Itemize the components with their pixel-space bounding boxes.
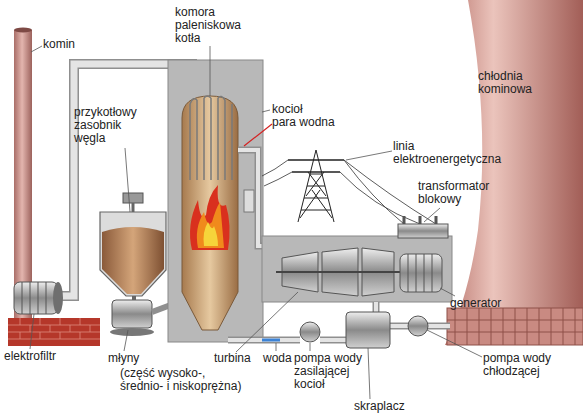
leader-lines (30, 46, 482, 399)
flame-outer (190, 185, 230, 250)
coal-chute (132, 203, 135, 212)
part-label: elektrofiltr (4, 350, 56, 363)
combustion-chamber (182, 96, 238, 330)
part-label: pompa wody zasilającej kocioł (294, 352, 382, 391)
tower-base (447, 308, 583, 345)
chimney-top (14, 28, 32, 33)
feed-water-pump (300, 322, 320, 342)
part-label: komin (43, 38, 75, 51)
part-label: chłodnia kominowa (478, 70, 550, 96)
part-label: linia elektroenergetyczna (393, 140, 523, 166)
generator-ribs (408, 254, 432, 292)
cooling-tower (445, 0, 583, 345)
brick-lines (8, 318, 100, 339)
precipitator-ribs (22, 282, 46, 314)
boiler-tubes (190, 98, 232, 180)
boiler-valve (244, 190, 254, 212)
part-label: (część wysoko-, średnio- i niskoprężna) (120, 367, 248, 393)
flame-middle (197, 202, 224, 248)
mill-feed (132, 296, 136, 300)
coal-load (102, 227, 164, 294)
power-lines (262, 160, 436, 224)
part-label: skraplacz (354, 400, 405, 413)
coal-conveyor (123, 193, 143, 203)
turbine-hall (262, 236, 452, 302)
electrostatic-precipitator (14, 282, 58, 314)
chimney (14, 30, 32, 322)
part-label: woda (263, 352, 292, 365)
part-label: młyny (108, 352, 139, 365)
part-label: komora paleniskowa kotła (175, 6, 250, 45)
generator-body (400, 254, 442, 292)
precipitator-end (53, 282, 63, 314)
brick-base (8, 318, 100, 346)
steam-leader (244, 124, 272, 146)
cooling-water-pump (408, 316, 428, 336)
tower-lattice (447, 308, 583, 345)
water-pipe-outline (228, 302, 450, 340)
part-label: turbina (214, 352, 251, 365)
transmission-tower (298, 150, 334, 222)
tube-bends (190, 96, 225, 104)
part-label: kocioł (272, 103, 303, 116)
water-pipe (228, 302, 450, 340)
part-label: transformator blokowy (418, 180, 513, 206)
transformer-body (398, 224, 448, 238)
part-label: przykotłowy zasobnik węgla (74, 106, 156, 145)
transformer-bushings (404, 216, 436, 224)
turbine-shaft (276, 271, 400, 273)
coal-bunker (100, 212, 166, 296)
boiler-casing (168, 60, 263, 342)
part-label: pompa wody chłodzącej (483, 352, 563, 378)
part-label: generator (450, 297, 501, 310)
flame-inner (204, 222, 219, 246)
condenser (346, 312, 390, 348)
part-label: para wodna (272, 116, 335, 129)
tower-crossarms (288, 160, 344, 172)
mill-base (110, 328, 154, 336)
coal-mill (112, 300, 152, 328)
water-flow (262, 339, 280, 342)
